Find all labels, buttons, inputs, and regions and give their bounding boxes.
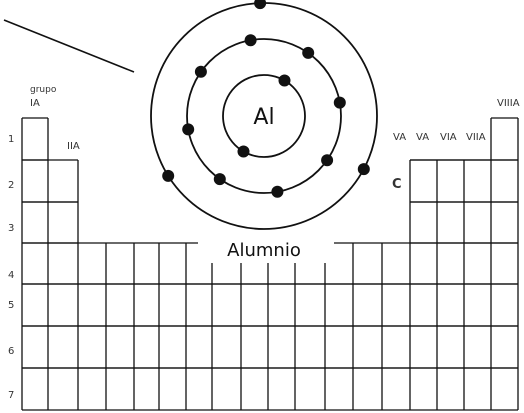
electron-shell-3 xyxy=(162,169,175,182)
group-label-viiia: VIIIA xyxy=(497,98,520,109)
atom-symbol: Al xyxy=(253,105,274,130)
atom-name: Alumnio xyxy=(227,240,301,261)
electrons xyxy=(162,0,370,198)
period-label-2: 2 xyxy=(8,180,14,191)
electron-shell-2 xyxy=(321,154,334,167)
group-label-va-2: VA xyxy=(416,132,429,143)
electron-shell-2 xyxy=(194,65,207,78)
electron-shell-2 xyxy=(244,34,257,47)
electron-shell-2 xyxy=(182,123,195,136)
electron-shell-2 xyxy=(302,46,315,59)
group-label-iia: IIA xyxy=(67,141,80,152)
shell-1 xyxy=(222,74,306,158)
period-label-3: 3 xyxy=(8,223,14,234)
electron-shell-2 xyxy=(271,185,284,198)
element-cell-label: C xyxy=(392,177,402,192)
period-label-1: 1 xyxy=(8,134,14,145)
electron-shell-2 xyxy=(213,173,226,186)
periodic-table-grid xyxy=(21,117,519,411)
period-label-7: 7 xyxy=(8,390,14,401)
electron-shell-1 xyxy=(237,145,250,158)
atom-name-backing xyxy=(198,235,334,263)
group-word: grupo xyxy=(30,85,57,95)
electron-shell-1 xyxy=(278,74,291,87)
atom-background xyxy=(140,0,388,240)
electron-shell-2 xyxy=(333,96,346,109)
period-label-5: 5 xyxy=(8,300,14,311)
period-label-4: 4 xyxy=(8,270,14,281)
pointer-line xyxy=(3,19,135,73)
period-label-6: 6 xyxy=(8,346,14,357)
group-label-viia: VIIA xyxy=(466,132,486,143)
shell-2 xyxy=(186,38,342,194)
group-label-va-1: VA xyxy=(393,132,406,143)
group-label-via: VIA xyxy=(440,132,457,143)
electron-shell-3 xyxy=(357,163,370,176)
group-label-ia: IA xyxy=(30,98,40,109)
electron-shell-3 xyxy=(254,0,267,10)
